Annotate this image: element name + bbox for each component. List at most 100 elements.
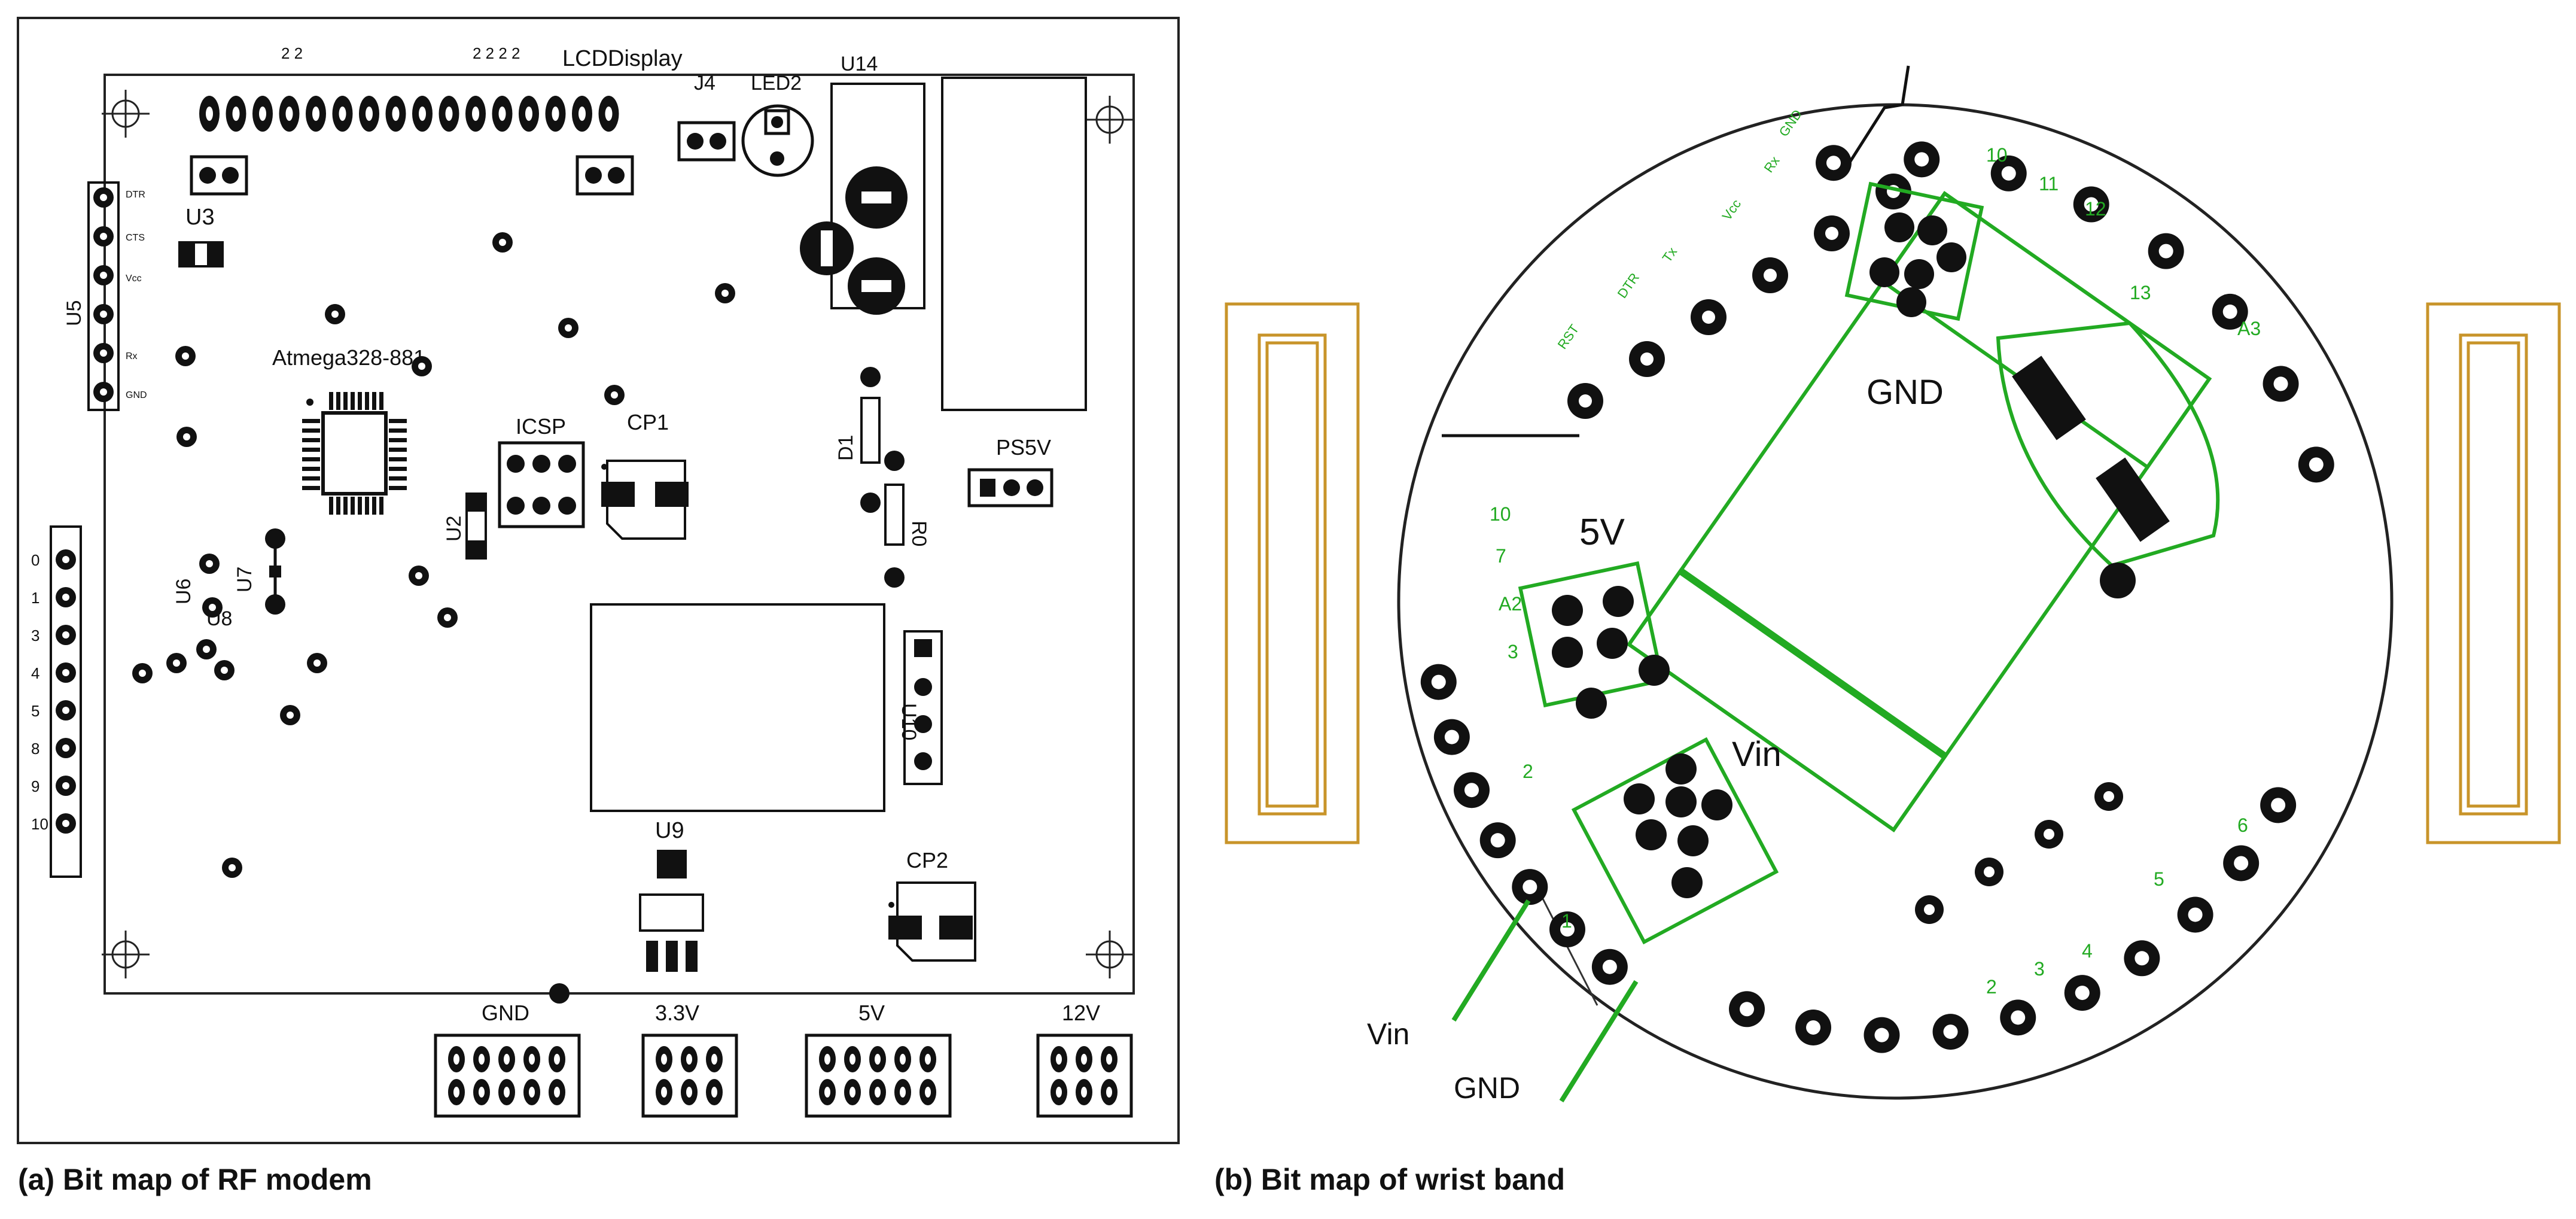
terminal-block bbox=[434, 1033, 581, 1118]
wrist-band-panel: GND Rx Vcc Tx DTR RST GND 5V Vin bbox=[1225, 65, 2561, 1105]
mounting-hole-br bbox=[1086, 931, 1134, 978]
black-trace-top bbox=[1841, 65, 1910, 175]
svg-text:Rx: Rx bbox=[126, 351, 138, 361]
vias bbox=[132, 232, 735, 878]
gnd-lead bbox=[1559, 980, 1639, 1103]
io-pin-label: 1 bbox=[31, 589, 39, 607]
u14-regulator bbox=[800, 83, 925, 315]
svg-text:2: 2 bbox=[1986, 976, 1997, 998]
u5-header bbox=[93, 187, 114, 402]
cp2-label: CP2 bbox=[906, 848, 948, 873]
svg-text:A2: A2 bbox=[1499, 593, 1522, 615]
u2-smd bbox=[465, 493, 487, 560]
j4-connector bbox=[677, 121, 736, 162]
u7-part bbox=[265, 528, 285, 615]
vin-lead-label: Vin bbox=[1367, 1017, 1409, 1051]
ps5v-connector bbox=[967, 468, 1053, 507]
u6-label: U6 bbox=[172, 579, 195, 604]
regulator-part bbox=[1996, 321, 2220, 598]
v12-terminal-label: 12V bbox=[1062, 1001, 1100, 1025]
mcu-label: Atmega328-881 bbox=[272, 345, 425, 370]
u9-regulator bbox=[639, 850, 704, 972]
u7-label: U7 bbox=[233, 567, 256, 592]
svg-text:5: 5 bbox=[2154, 868, 2164, 890]
gnd-cluster bbox=[1844, 181, 1984, 321]
pad-pair-left bbox=[190, 155, 248, 196]
terminal-block bbox=[641, 1033, 738, 1118]
v33-terminal-label: 3.3V bbox=[655, 1001, 699, 1025]
caption-wrist-band: (b) Bit map of wrist band bbox=[1214, 1163, 1566, 1196]
rf-modem-board-outline bbox=[103, 74, 1135, 995]
power-terminals bbox=[434, 1033, 1133, 1118]
gnd-lead-label: GND bbox=[1454, 1071, 1520, 1105]
u5-outline bbox=[87, 181, 120, 411]
led2-label: LED2 bbox=[751, 72, 802, 95]
lcd-header-pins bbox=[199, 96, 619, 132]
lcd-pin-number-marks-right: 2 2 2 2 bbox=[473, 44, 520, 62]
mcu-qfp bbox=[302, 392, 407, 515]
io-pin-label: 3 bbox=[31, 627, 39, 645]
icsp-header bbox=[498, 441, 585, 528]
wrist-board-outline bbox=[1397, 103, 2394, 1100]
v5-terminal-label: 5V bbox=[858, 1001, 885, 1025]
u10-header bbox=[903, 630, 943, 785]
j4-label: J4 bbox=[694, 72, 715, 95]
svg-text:7: 7 bbox=[1496, 545, 1506, 567]
u3-smd bbox=[178, 241, 224, 267]
5v-cluster bbox=[1518, 561, 1670, 719]
module-bottom-pins bbox=[1915, 782, 2123, 924]
mounting-hole-tl bbox=[102, 90, 150, 138]
u9-label: U9 bbox=[655, 818, 684, 843]
svg-text:4: 4 bbox=[2082, 940, 2093, 962]
u3-label: U3 bbox=[185, 205, 215, 230]
svg-text:Vcc: Vcc bbox=[126, 273, 142, 284]
svg-text:10: 10 bbox=[1490, 503, 1511, 525]
edge-via bbox=[549, 983, 570, 1004]
led2-footprint bbox=[741, 104, 814, 177]
lcd-display-label: LCDDisplay bbox=[562, 46, 683, 71]
rf-modem-outer-frame bbox=[17, 17, 1180, 1144]
svg-text:1: 1 bbox=[1561, 910, 1572, 932]
ps5v-label: PS5V bbox=[996, 435, 1051, 460]
io-pin-label: 9 bbox=[31, 777, 39, 795]
relay-footprint bbox=[941, 77, 1087, 411]
vin-lead bbox=[1451, 899, 1531, 1022]
vin-cluster-label: Vin bbox=[1732, 735, 1782, 774]
vin-cluster bbox=[1571, 737, 1779, 945]
u2-label: U2 bbox=[443, 516, 465, 542]
io-pin-label: 5 bbox=[31, 702, 39, 720]
svg-text:11: 11 bbox=[2039, 173, 2059, 194]
svg-text:3: 3 bbox=[1508, 641, 1518, 662]
mounting-hole-tr bbox=[1086, 96, 1134, 144]
io-pin-label: 8 bbox=[31, 740, 39, 758]
5v-cluster-label: 5V bbox=[1579, 512, 1625, 553]
r0-label: R0 bbox=[908, 521, 930, 546]
pad-pair-right bbox=[576, 155, 634, 196]
antenna-left bbox=[1225, 302, 1360, 844]
lcd-pin-number-marks: 2 2 bbox=[281, 44, 303, 62]
svg-text:CTS: CTS bbox=[126, 233, 145, 243]
rim-pins bbox=[1420, 141, 2334, 1053]
cp2-capacitor bbox=[888, 881, 976, 962]
svg-text:6: 6 bbox=[2237, 814, 2248, 836]
terminal-block bbox=[1036, 1033, 1133, 1118]
u5-label: U5 bbox=[63, 300, 86, 326]
u14-label: U14 bbox=[841, 53, 878, 75]
gnd-terminal-label: GND bbox=[482, 1001, 529, 1025]
svg-text:A3: A3 bbox=[2237, 318, 2261, 339]
gnd-cluster-label: GND bbox=[1866, 373, 1944, 412]
cp1-capacitor bbox=[601, 460, 689, 540]
antenna-right bbox=[2426, 302, 2561, 844]
mounting-hole-bl bbox=[102, 931, 150, 978]
icsp-label: ICSP bbox=[516, 414, 566, 439]
svg-text:DTR: DTR bbox=[126, 190, 145, 200]
rf-module-outline bbox=[590, 603, 885, 812]
r0-resistor bbox=[884, 451, 905, 588]
d1-diode bbox=[860, 367, 881, 513]
terminal-block bbox=[805, 1033, 952, 1118]
io-pin-label: 4 bbox=[31, 664, 39, 682]
svg-text:GND: GND bbox=[126, 390, 147, 400]
